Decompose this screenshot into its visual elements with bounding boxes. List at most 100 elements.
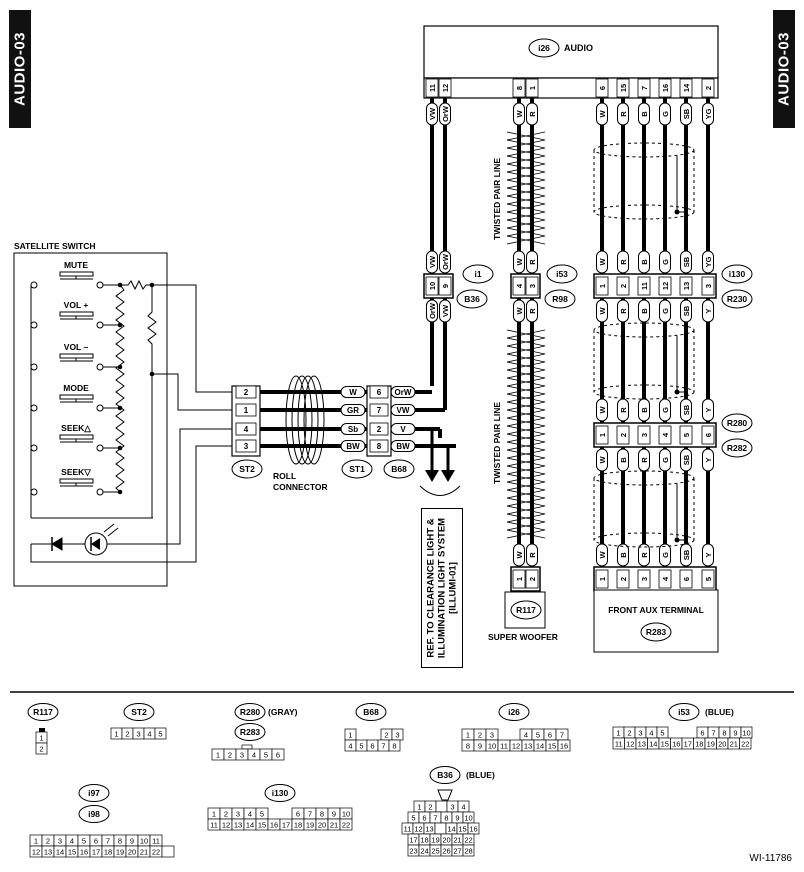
- legend-r117-latch: [39, 728, 45, 732]
- wire-label-woofer-text: W: [515, 551, 524, 559]
- legend-i26-tag-text: i26: [508, 707, 520, 717]
- switch-terminal: [30, 488, 38, 496]
- wire-label-i53-bottom-text: R: [528, 308, 537, 314]
- front-aux-box: [593, 589, 719, 653]
- legend-i26-r1b-cell-text: 7: [560, 731, 564, 740]
- legend-i130-r1b-cell-text: 10: [342, 810, 350, 819]
- legend-b36-r0-cell-text: 4: [461, 803, 465, 812]
- legend-r117-tag: [27, 703, 59, 721]
- front-aux-connector-pin: [679, 569, 693, 589]
- wire-label-front-aux-text: G: [661, 552, 670, 558]
- twist-mark: [525, 337, 546, 347]
- wire-label-st1-right-text: BW: [396, 442, 410, 451]
- wire-label-i130-bottom-text: G: [661, 308, 670, 314]
- legend-b36-r4-cell-text: 27: [453, 847, 461, 856]
- twist-mark: [506, 361, 527, 371]
- wire-label-r280-bottom-capsule: [659, 448, 671, 472]
- legend-i97-r2-cell-text: 16: [80, 848, 88, 857]
- wire-label-r280-top-capsule: [680, 398, 692, 422]
- legend-b36-r1-cell-text: 7: [433, 814, 437, 823]
- i53-block-pin: [512, 276, 526, 296]
- i130-block-pin: [701, 276, 715, 296]
- wire-label-audio-text: R: [528, 111, 537, 117]
- legend-i97-r1-cell-text: 11: [152, 837, 160, 846]
- wire-label-i130-bottom-text: SB: [682, 305, 691, 316]
- switch-terminal: [96, 488, 104, 496]
- figure-id: WI-11786: [749, 853, 792, 864]
- st1-pin-number: 8: [377, 442, 382, 451]
- legend-i97-r2-cell-text: 15: [68, 848, 76, 857]
- legend-b68-r1a-cell-text: 1: [348, 731, 352, 740]
- wire-label-audio-text: W: [515, 110, 524, 118]
- series-resistor: [120, 279, 190, 291]
- legend-i53-r1b-cell-text: 8: [722, 729, 726, 738]
- r280-block-pin: [637, 425, 651, 445]
- legend-i53-r2-cell: [739, 737, 752, 750]
- legend-i130-r2-cell-text: 11: [210, 821, 218, 830]
- wire-label-audio-text: G: [661, 111, 670, 117]
- wire-label-r280-bottom-text: SB: [682, 454, 691, 465]
- twist-mark: [525, 505, 546, 515]
- front-aux-connector-pin: [658, 569, 672, 589]
- wire-label-i53-bottom-capsule: [526, 299, 538, 323]
- legend-r280-cell-text: 6: [276, 751, 280, 760]
- legend-i130-tag: [264, 784, 296, 802]
- wire-label-audio-capsule: [439, 102, 451, 126]
- legend-st2-tag: [123, 703, 155, 721]
- legend-i130-r1a-cell-text: 5: [260, 810, 264, 819]
- legend-r283-tag-text: R283: [240, 727, 261, 737]
- legend-i26-r2-cell-text: 10: [488, 742, 496, 751]
- twist-mark: [506, 505, 527, 515]
- legend-b68-tag-text: B68: [363, 707, 379, 717]
- front-aux-connector-pin: [616, 569, 630, 589]
- switch-out-wire: [190, 284, 232, 393]
- twist-mark: [506, 227, 527, 237]
- audio-pin-number: 12: [441, 84, 450, 92]
- wire-label-front-aux-text: B: [619, 552, 628, 558]
- legend-b36-r4-cell-text: 26: [442, 847, 450, 856]
- i130-block-pin: [595, 276, 609, 296]
- twist-mark: [506, 211, 527, 221]
- twist-mark: [506, 409, 527, 419]
- wire-label-woofer-text: R: [528, 552, 537, 558]
- wire-label-audio-capsule: [702, 102, 714, 126]
- i26-tag: [528, 38, 560, 58]
- legend-i53-r2-cell-text: 21: [730, 740, 738, 749]
- r283-tag-text: R283: [646, 627, 667, 637]
- legend-i130-r2-cell-text: 12: [222, 821, 230, 830]
- wire-label-audio-capsule: [426, 102, 438, 126]
- i130-block-pin: [616, 276, 630, 296]
- wire-label-r280-bottom-capsule: [680, 448, 692, 472]
- twist-mark: [525, 171, 546, 181]
- twist-mark: [506, 329, 527, 339]
- legend-i53-r2-cell-text: 20: [718, 740, 726, 749]
- i130-block-pin: [637, 276, 651, 296]
- b68-tag: [383, 459, 415, 479]
- st2-pin-box: [235, 422, 257, 436]
- twist-mark: [525, 473, 546, 483]
- wire-label-audio-capsule: [617, 102, 629, 126]
- twist-mark: [525, 497, 546, 507]
- legend-r117-b-cell-text: 2: [39, 745, 43, 754]
- wire-label-st1-left-capsule: [340, 386, 366, 398]
- wire-label-i1-bottom-capsule: [439, 299, 451, 323]
- legend-b68-r1b-cell-text: 3: [395, 731, 399, 740]
- legend-i130-r2-cell-text: 20: [318, 821, 326, 830]
- twist-mark: [525, 219, 546, 229]
- twist-mark: [506, 345, 527, 355]
- audio-pin-box: [595, 78, 609, 98]
- audio-pin-box: [512, 78, 526, 98]
- legend-i53-tag: [668, 703, 700, 721]
- wire-label-front-aux-capsule: [617, 543, 629, 567]
- wire-label-front-aux-capsule: [680, 543, 692, 567]
- legend-r280-latch: [241, 744, 253, 750]
- b36-tag-text: B36: [464, 294, 480, 304]
- junction-dot: [117, 405, 123, 411]
- junction-dot: [674, 209, 680, 215]
- legend-i97-r1-cell-text: 7: [106, 837, 110, 846]
- twist-mark: [525, 195, 546, 205]
- wire-label-r280-bottom-text: Y: [704, 457, 713, 462]
- st2-pin-number: 3: [244, 442, 249, 451]
